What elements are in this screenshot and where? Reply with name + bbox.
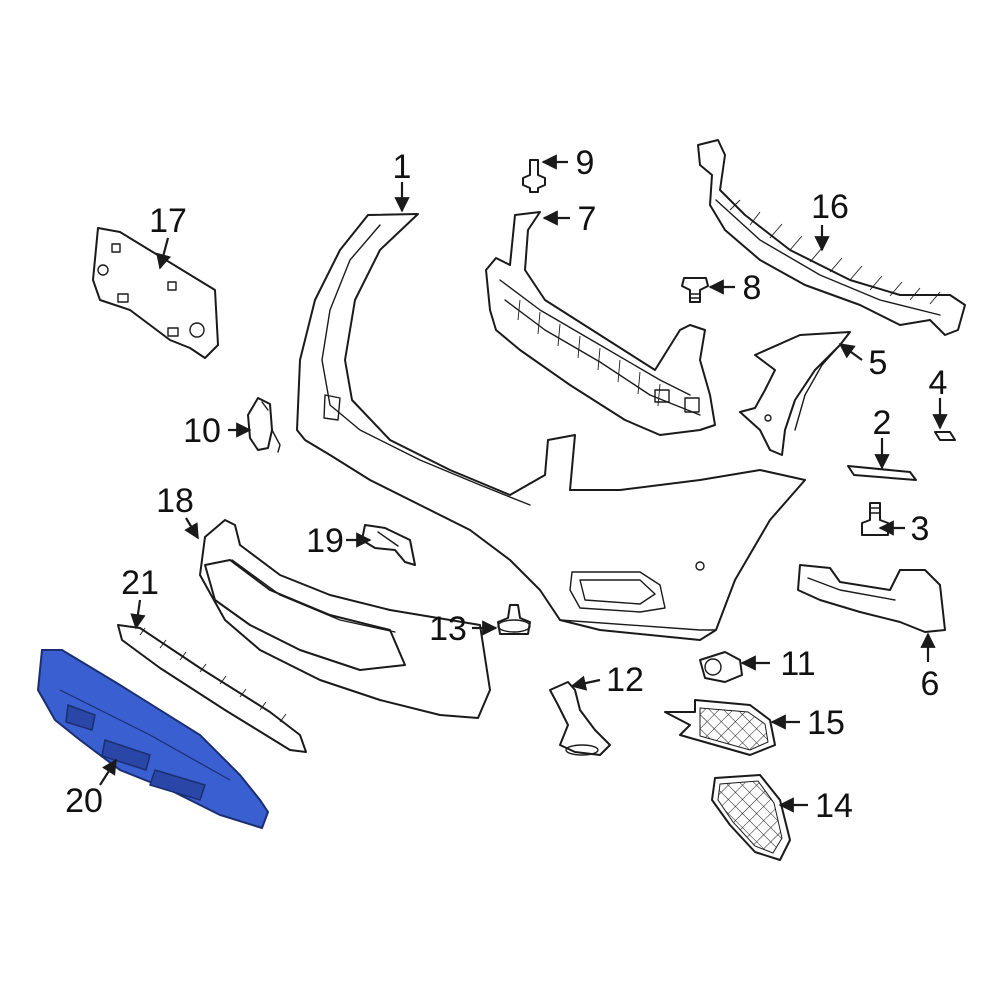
- part-20-shape: [36, 649, 270, 830]
- callout-14: 14: [815, 787, 853, 825]
- callout-11: 11: [780, 645, 815, 683]
- part-7-upper-carrier[interactable]: [485, 211, 716, 436]
- callout-7: 7: [578, 200, 597, 238]
- part-15-grille-insert[interactable]: [664, 699, 776, 756]
- part-19-bracket[interactable]: [361, 524, 416, 566]
- callout-12: 12: [606, 661, 644, 699]
- part-8-bolt[interactable]: [681, 277, 709, 303]
- callout-1: 1: [393, 148, 412, 186]
- callout-17: 17: [149, 202, 187, 240]
- part-2-trim-strip[interactable]: [847, 465, 917, 481]
- callout-2: 2: [873, 404, 892, 442]
- callout-6: 6: [921, 665, 940, 703]
- callout-8: 8: [743, 269, 762, 307]
- part-3-screw[interactable]: [861, 502, 889, 536]
- part-1-bumper-cover[interactable]: [296, 213, 806, 641]
- part-5-side-bracket[interactable]: [739, 331, 851, 456]
- callout-13: 13: [429, 610, 467, 648]
- part-20-lower-cover-highlighted[interactable]: [36, 649, 270, 830]
- callout-18: 18: [156, 482, 194, 520]
- part-16-energy-absorber[interactable]: [697, 139, 966, 336]
- callout-16: 16: [811, 188, 849, 226]
- callout-5: 5: [869, 344, 888, 382]
- callout-10: 10: [183, 412, 221, 450]
- part-10-tow-hook-cover[interactable]: [247, 397, 281, 453]
- part-6-lower-side-bracket[interactable]: [797, 564, 946, 633]
- callout-labels: 1 2 3 4 5 6 7 8 9 10 11 12 13 14 15 16 1…: [65, 144, 947, 825]
- part-21-lower-trim[interactable]: [117, 624, 307, 753]
- callout-4: 4: [929, 364, 948, 402]
- leader-lines: [99, 154, 948, 813]
- part-13-push-clip[interactable]: [497, 604, 531, 635]
- callout-21: 21: [121, 564, 159, 602]
- part-12-bracket[interactable]: [549, 681, 611, 756]
- part-14-mesh-grille[interactable]: [711, 774, 791, 861]
- callout-19: 19: [306, 522, 344, 560]
- part-4-clip[interactable]: [934, 431, 956, 441]
- part-18-lower-grille[interactable]: [199, 519, 491, 719]
- callout-15: 15: [807, 704, 845, 742]
- part-11-parking-sensor[interactable]: [699, 651, 743, 683]
- part-9-rivet[interactable]: [522, 159, 546, 193]
- callout-3: 3: [911, 510, 930, 548]
- callout-20: 20: [65, 782, 103, 820]
- part-17-license-bracket[interactable]: [92, 227, 219, 359]
- callout-9: 9: [576, 144, 595, 182]
